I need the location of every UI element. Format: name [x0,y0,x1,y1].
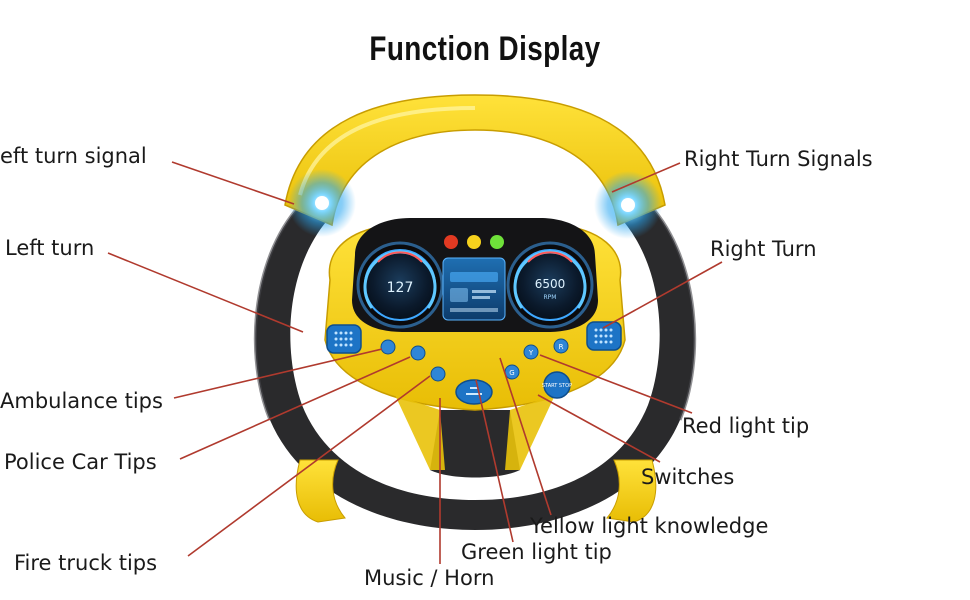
leader-right-turn [602,261,723,329]
right-turn-signal-light [594,171,662,239]
label-police-car-tips: Police Car Tips [4,450,157,474]
leader-switches [537,394,661,463]
r-button[interactable]: R [553,338,569,354]
leader-fire-truck [187,375,431,557]
green-light-indicator [490,235,504,249]
leader-right-turn-signals [611,162,681,193]
rpm-value: 6500 [535,277,566,291]
y-button[interactable]: Y [523,344,539,360]
label-left-turn-signal: eft turn signal [0,144,147,168]
leader-green-light [475,379,514,543]
label-green-light-tip: Green light tip [461,540,612,564]
label-ambulance-tips: Ambulance tips [0,389,163,413]
right-turn-button[interactable] [586,321,622,351]
leader-yellow-light [499,357,552,516]
leader-ambulance [173,348,383,399]
steering-column [430,410,520,478]
wheel-stand [295,459,657,523]
rpm-unit: RPM [544,294,557,301]
leader-police-car [179,356,411,460]
leader-left-turn [107,252,304,333]
rpm-gauge [506,241,594,329]
label-right-turn: Right Turn [710,237,817,261]
label-music-horn: Music / Horn [364,566,495,590]
speed-gauge [356,241,444,329]
leader-red-light [539,354,693,414]
svg-text:START STOP: START STOP [542,383,572,389]
label-right-turn-signals: Right Turn Signals [684,147,873,171]
center-screen [442,257,506,321]
ambulance-button[interactable] [380,339,396,355]
leader-left-turn-signal [171,161,295,205]
g-button[interactable]: G [504,364,520,380]
page-title: Function Display [369,30,601,68]
speed-value: 127 [387,280,414,296]
label-left-turn: Left turn [5,236,95,260]
label-fire-truck-tips: Fire truck tips [14,551,158,575]
left-turn-button[interactable] [326,324,362,354]
svg-text:R: R [559,343,564,351]
leader-lines [107,161,723,564]
label-switches: Switches [641,465,735,489]
wheel-rim [253,203,697,530]
label-red-light-tip: Red light tip [682,414,810,438]
svg-text:Y: Y [528,349,534,357]
music-horn-button[interactable] [455,379,493,405]
police-car-button[interactable] [410,345,426,361]
left-turn-signal-light [288,169,356,237]
label-yellow-light-knowledge: Yellow light knowledge [530,514,769,538]
yellow-light-indicator [467,235,481,249]
svg-text:G: G [509,369,514,377]
red-light-indicator [444,235,458,249]
fire-truck-button[interactable] [430,366,446,382]
start-stop-button[interactable]: START STOP [542,371,572,399]
